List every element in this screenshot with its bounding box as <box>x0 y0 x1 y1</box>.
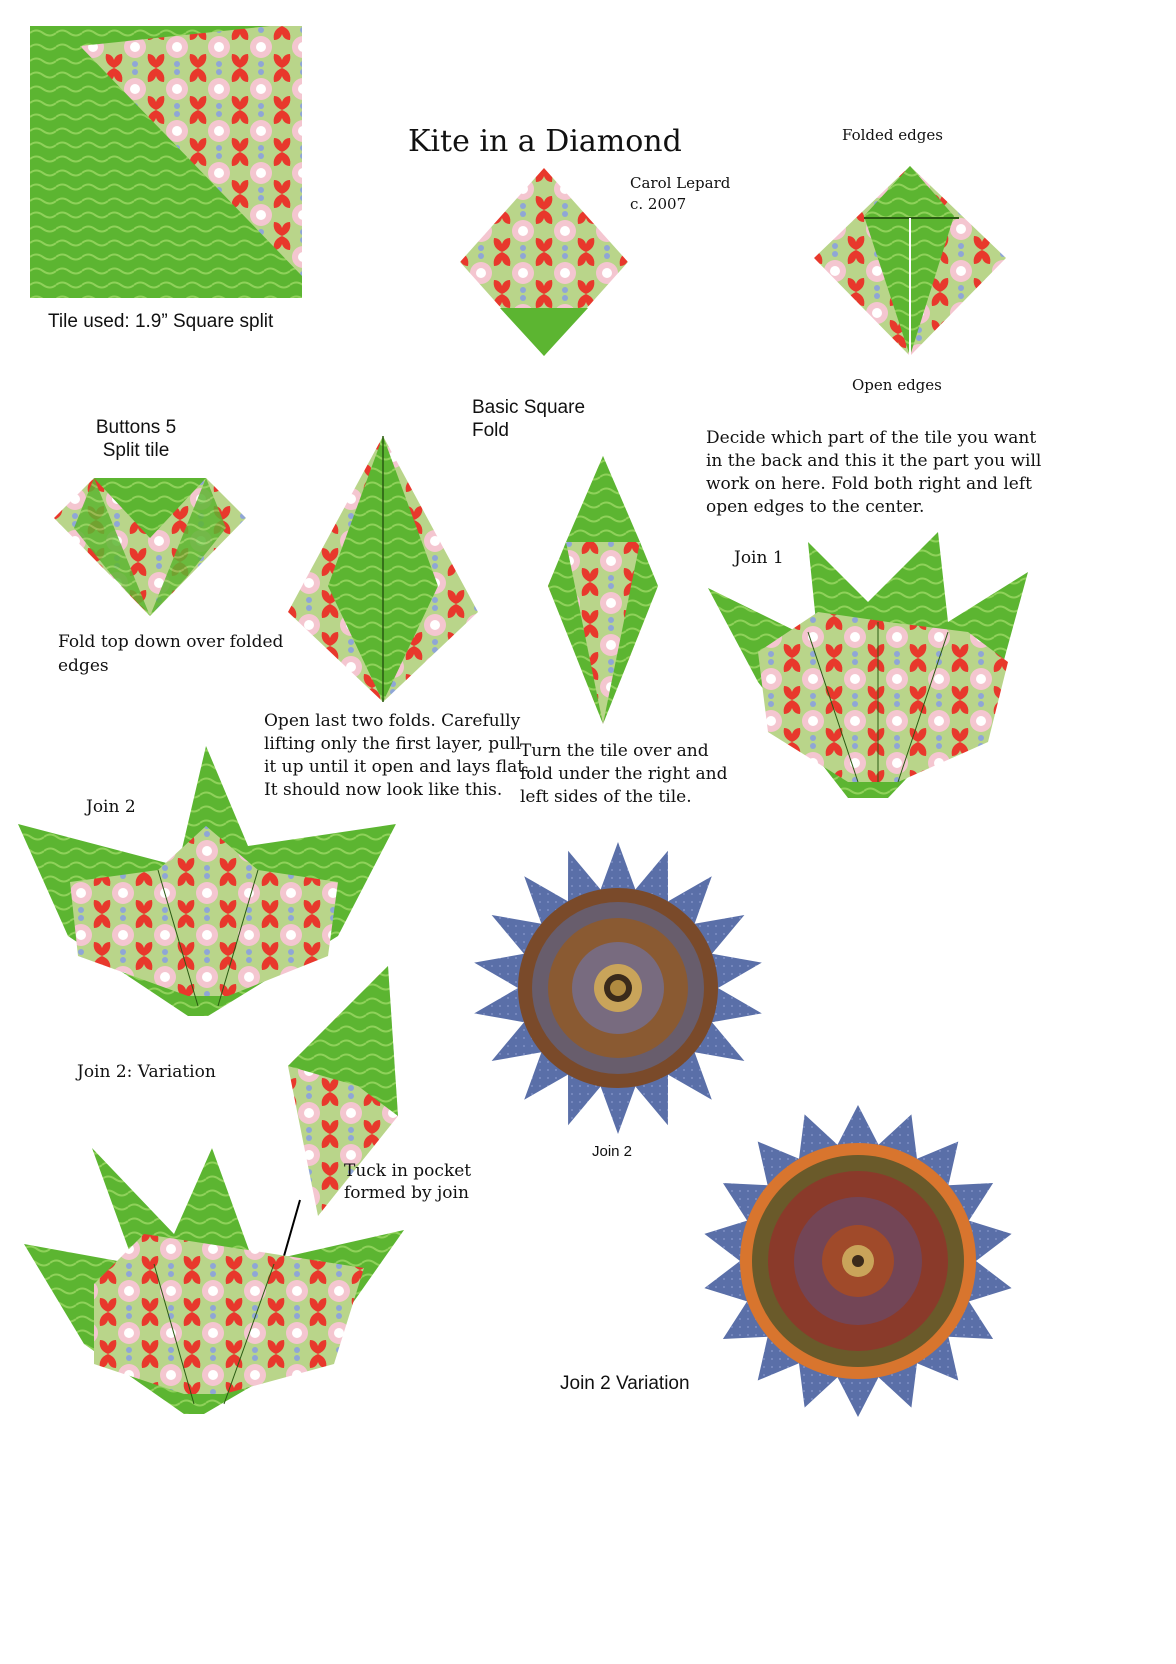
author: Carol Lepard <box>630 174 731 192</box>
folded-edges-image <box>814 166 1006 356</box>
join2-image <box>18 746 396 1016</box>
basic-square-fold-label: Basic Square Fold <box>472 397 586 441</box>
join1-image <box>708 532 1028 798</box>
tile-used-label: Tile used: 1.9” Square split <box>48 311 274 332</box>
star-join2-variation-photo <box>704 1105 1012 1417</box>
kite-diamond-image <box>460 168 628 356</box>
join1-label: Join 1 <box>734 548 784 568</box>
join2-variation-label: Join 2: Variation <box>77 1062 216 1082</box>
join2-photo-label: Join 2 <box>592 1143 633 1160</box>
open-last-text: Open last two folds. Carefully lifting o… <box>264 711 530 800</box>
buttons-label: Buttons 5 Split tile <box>95 417 177 461</box>
join2-variation-photo-label: Join 2 Variation <box>560 1373 690 1394</box>
join2-variation-image <box>24 1148 404 1414</box>
open-edges-label: Open edges <box>852 376 942 394</box>
turn-over-image <box>548 456 658 724</box>
tuck-text: Tuck in pocket formed by join <box>344 1161 472 1203</box>
tuck-piece-image <box>288 966 398 1216</box>
join2-label: Join 2 <box>86 797 136 817</box>
turn-tile-text: Turn the tile over and fold under the ri… <box>520 741 728 807</box>
open-fold-image <box>288 436 478 702</box>
tile-image <box>30 26 302 298</box>
fold-top-image <box>54 478 246 616</box>
copyright: c. 2007 <box>630 195 687 213</box>
star-join2-photo <box>474 842 762 1134</box>
folded-edges-label: Folded edges <box>842 126 943 144</box>
decide-text: Decide which part of the tile you want i… <box>706 428 1042 517</box>
page-title: Kite in a Diamond <box>408 124 682 159</box>
fold-top-text: Fold top down over folded edges <box>58 632 284 676</box>
